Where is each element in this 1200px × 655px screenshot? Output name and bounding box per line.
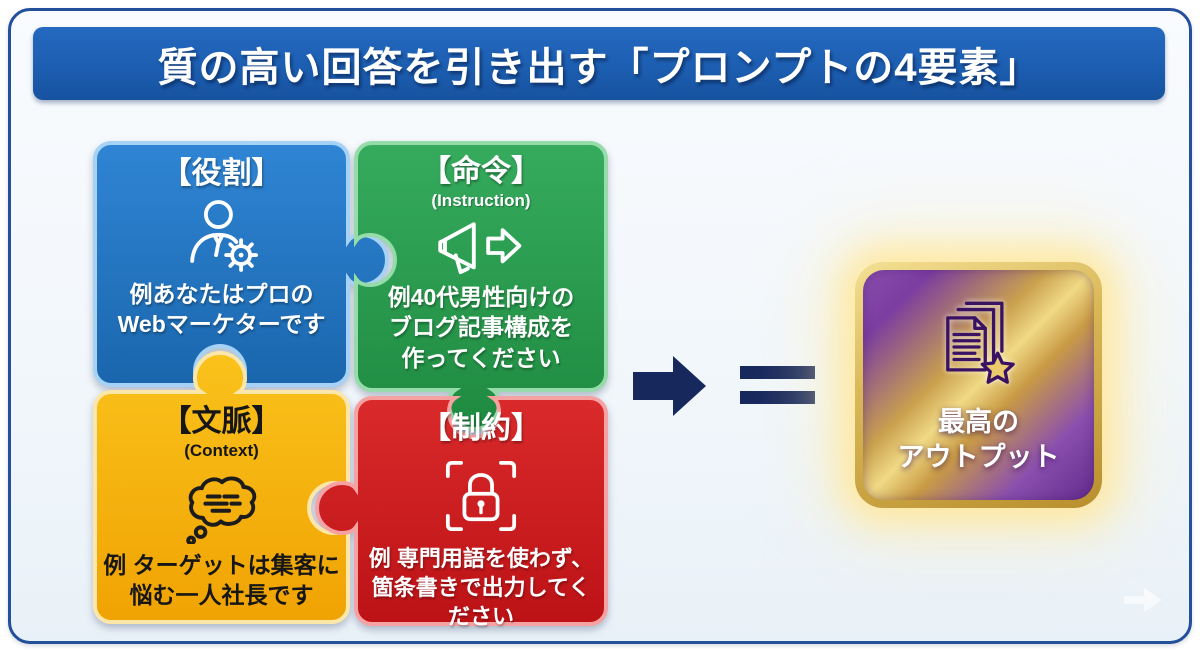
- piece-instruction-example-3: 作ってください: [401, 344, 561, 371]
- megaphone-icon: [438, 221, 522, 274]
- puzzle-piece-context: [93, 351, 350, 624]
- piece-role-example-1: 例あなたはプロの: [129, 280, 314, 307]
- piece-instruction-content: 【命令】 (Instruction) 例40代男性向けの ブログ記事構成を 作っ…: [356, 155, 606, 373]
- documents-star-icon: [945, 301, 1015, 384]
- piece-role-example-2: Webマーケターです: [117, 311, 326, 338]
- puzzle-piece-instruction: [354, 141, 608, 431]
- header-banner: 質の高い回答を引き出す「プロンプトの4要素」: [33, 27, 1165, 100]
- piece-instruction-example-2: ブログ記事構成を: [389, 314, 573, 341]
- piece-constraint-example-2: 箇条書きで出力してく: [371, 574, 591, 600]
- piece-context-example-2: 悩む一人社長です: [129, 582, 314, 609]
- watermark-arrow-icon: [1124, 588, 1162, 612]
- piece-context-title: 【文脈】: [161, 405, 282, 438]
- piece-constraint-content: 【制約】 例 専門用語を使わず、 箇条書きで出力してく ださい: [356, 412, 606, 631]
- piece-context-subtitle: (Context): [184, 440, 259, 460]
- piece-constraint-example-1: 例 専門用語を使わず、: [368, 545, 594, 571]
- page-title: 質の高い回答を引き出す「プロンプトの4要素」: [157, 45, 1041, 90]
- puzzle-piece-constraint: [315, 396, 608, 626]
- output-label-2: アウトプット: [897, 442, 1060, 472]
- person-gear-icon: [189, 199, 258, 272]
- output-box: 最高の アウトプット: [855, 262, 1102, 508]
- piece-constraint-example-3: ださい: [447, 604, 514, 629]
- piece-context-example-1: 例 ターゲットは集客に: [103, 551, 340, 578]
- piece-context-content: 【文脈】 (Context) 例 ターゲットは集客に 悩む一人社長です: [95, 405, 348, 611]
- lock-icon: [445, 460, 517, 531]
- thought-bubble-icon: [185, 475, 256, 544]
- piece-instruction-example-1: 例40代男性向けの: [387, 283, 575, 310]
- piece-instruction-title: 【命令】: [421, 155, 541, 188]
- right-arrow-icon: [633, 356, 706, 416]
- output-label-1: 最高の: [938, 406, 1019, 437]
- piece-role-title: 【役割】: [161, 157, 282, 190]
- piece-constraint-title: 【制約】: [421, 412, 541, 445]
- output-box-inner: 最高の アウトプット: [863, 270, 1094, 500]
- piece-role-content: 【役割】 例あなたはプロの Webマーケターです: [95, 157, 348, 340]
- piece-instruction-subtitle: (Instruction): [431, 190, 531, 210]
- equals-icon: [740, 366, 815, 404]
